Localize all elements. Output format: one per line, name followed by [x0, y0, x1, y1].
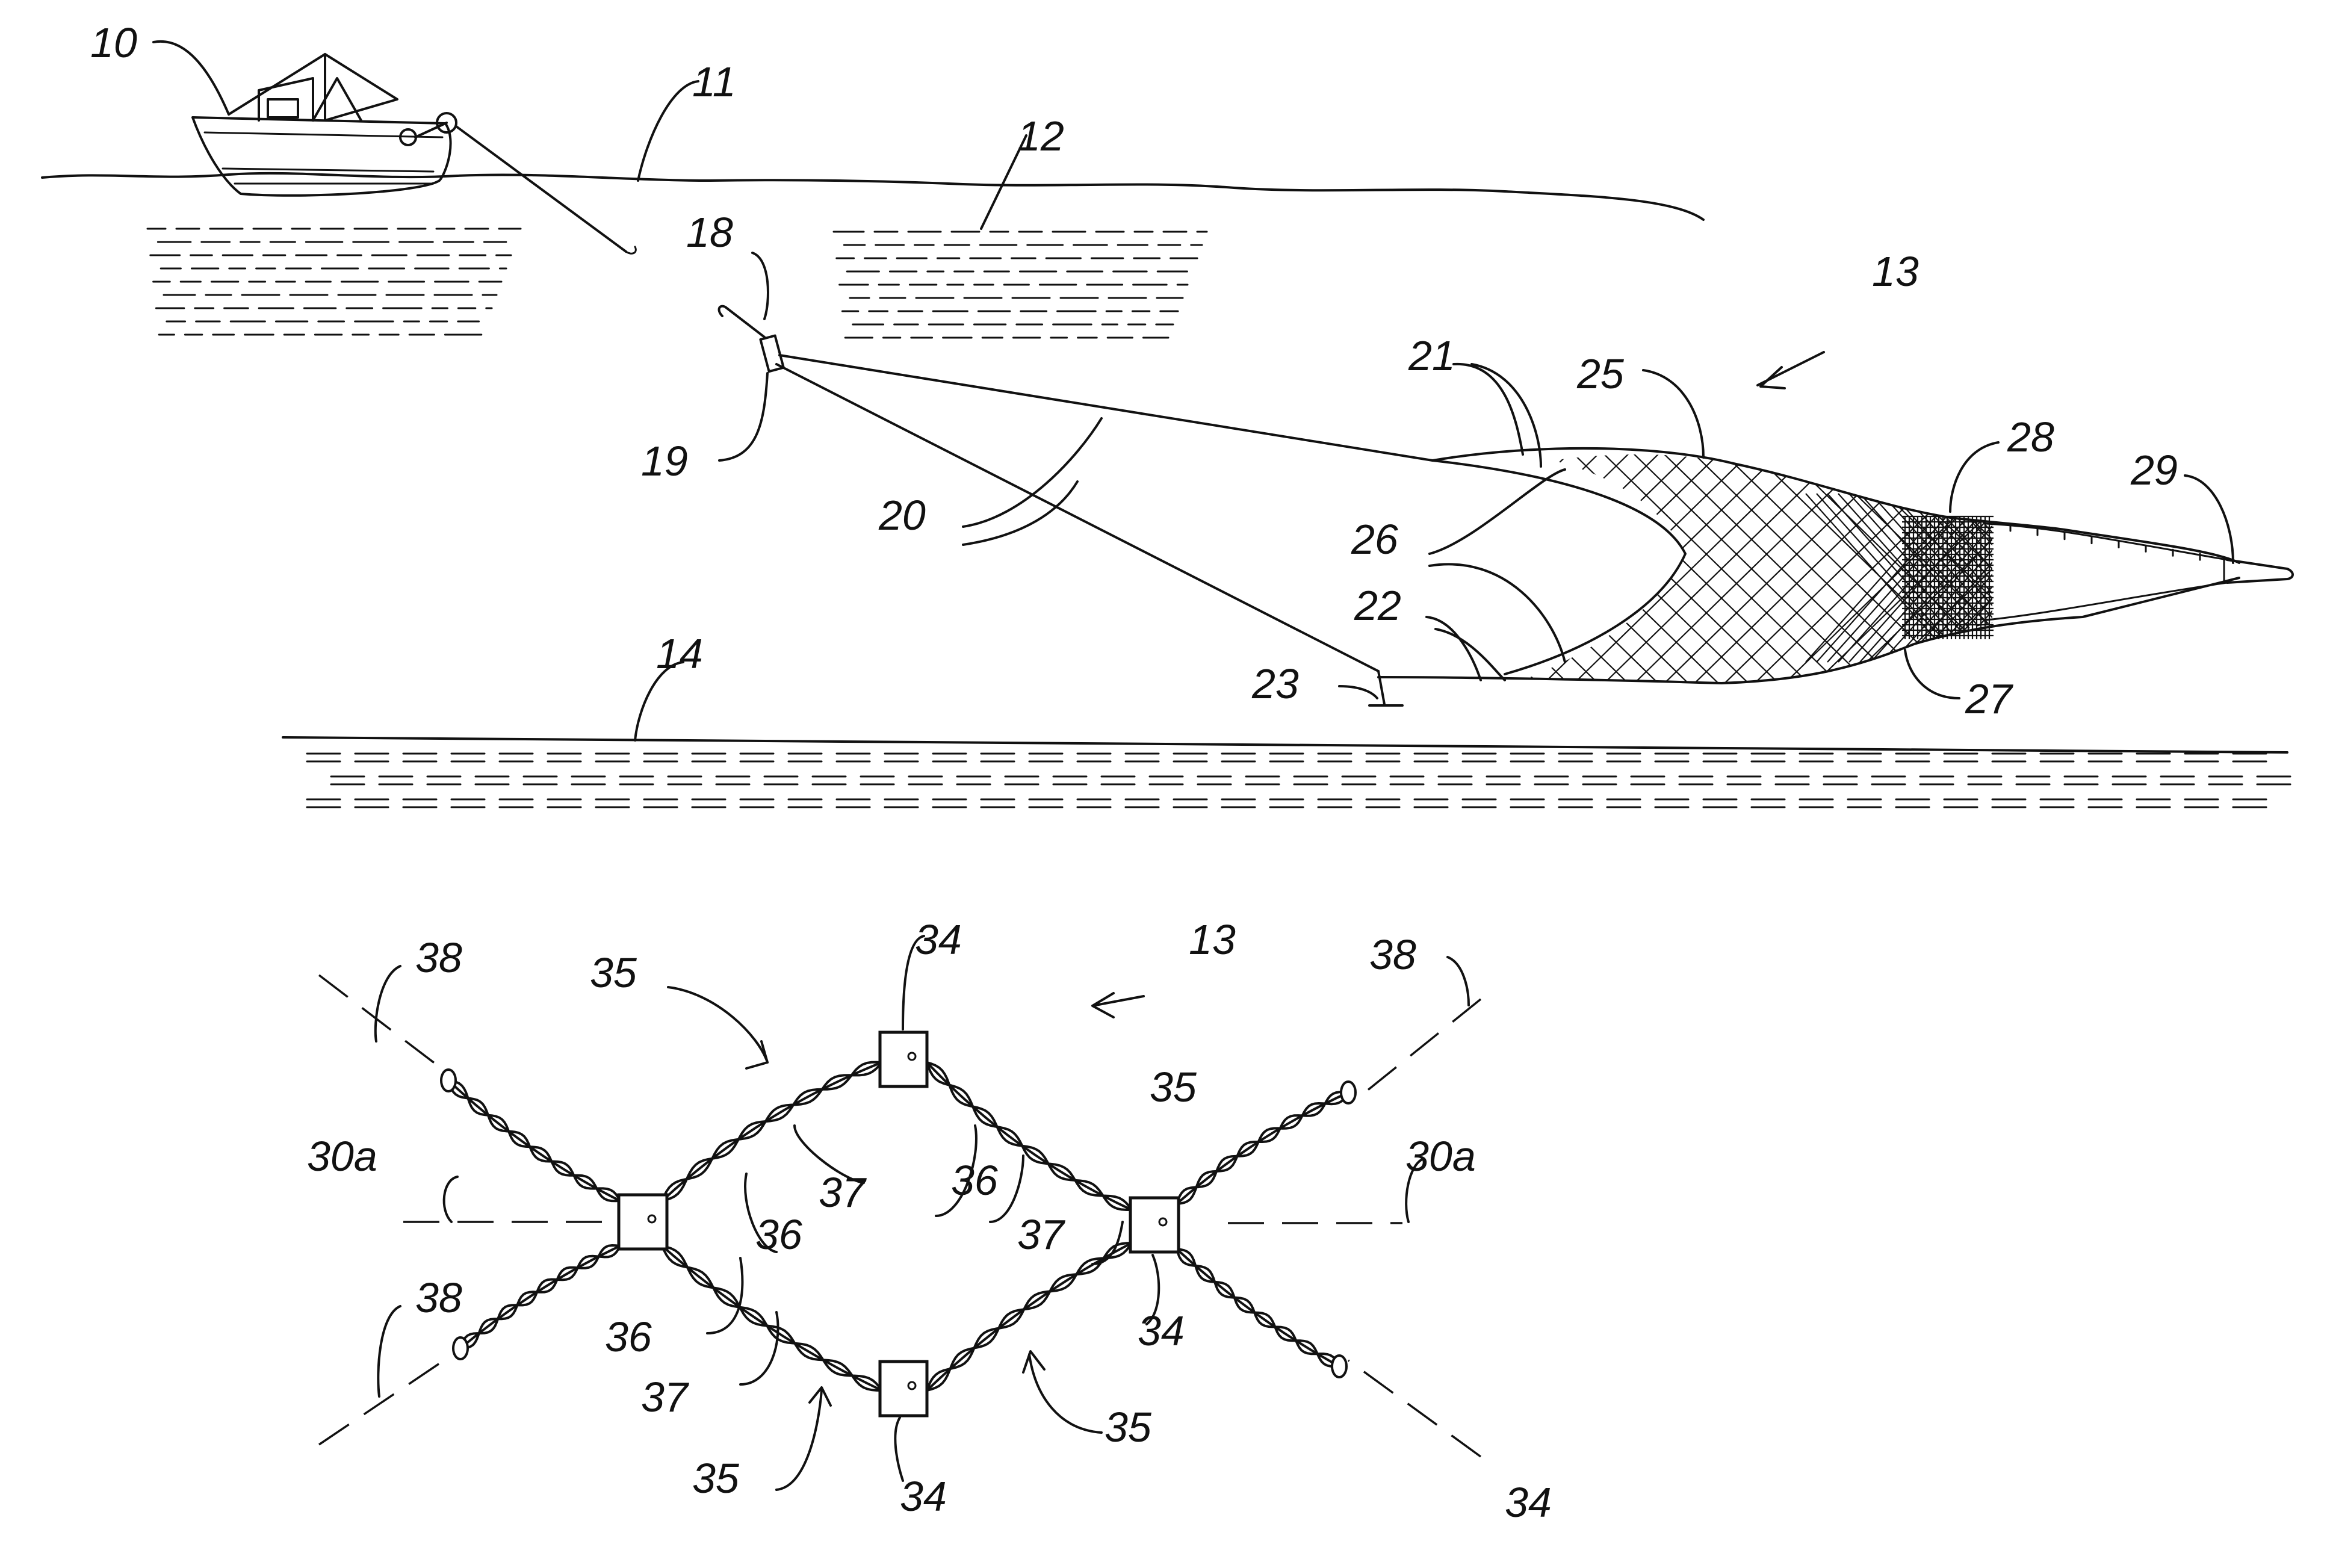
axis-38-lower-right [1348, 1360, 1481, 1457]
axis-38-upper-right [1357, 999, 1481, 1099]
label-detail-36-b: 36 [951, 1157, 998, 1204]
label-detail-30a-left: 30a [307, 1133, 377, 1180]
sea-floor-line [283, 737, 2287, 752]
label-detail-37-b: 37 [1017, 1211, 1066, 1258]
knot-bottom [880, 1362, 927, 1416]
label-detail-37-c: 37 [641, 1374, 690, 1421]
label-detail-34-far-right: 34 [1505, 1479, 1552, 1526]
mesh-detail: 34 13 35 35 35 35 34 34 34 38 38 38 30a … [307, 916, 1552, 1526]
label-14: 14 [656, 630, 703, 677]
label-detail-34-right: 34 [1138, 1307, 1185, 1354]
knot-right [1130, 1198, 1179, 1252]
net-mesh [903, 445, 2330, 692]
upper-bridle-line [779, 355, 1433, 460]
tow-line-end [719, 306, 764, 337]
label-detail-34-top: 34 [915, 916, 962, 963]
twine-strands [441, 1062, 1356, 1390]
label-10: 10 [90, 19, 137, 66]
label-22: 22 [1354, 582, 1401, 629]
label-29: 29 [2130, 447, 2178, 494]
label-detail-34-bottom: 34 [900, 1473, 947, 1520]
label-detail-30a-right: 30a [1405, 1133, 1476, 1180]
boat [193, 54, 636, 253]
label-28: 28 [2007, 414, 2054, 460]
label-23: 23 [1251, 660, 1299, 707]
cod-end-ticks [2010, 525, 2200, 560]
label-detail-38-upper-left: 38 [415, 934, 462, 981]
label-detail-35-bottom-right: 35 [1105, 1404, 1152, 1451]
label-26: 26 [1351, 516, 1398, 563]
label-19: 19 [641, 438, 688, 485]
label-27: 27 [1965, 675, 2014, 722]
knot-left [619, 1195, 667, 1249]
label-detail-35-bottom-left: 35 [692, 1455, 740, 1502]
label-detail-35-right: 35 [1150, 1064, 1197, 1111]
label-21: 21 [1408, 332, 1455, 379]
label-detail-36-a: 36 [755, 1211, 802, 1258]
label-detail-36-c: 36 [605, 1313, 652, 1360]
label-20: 20 [878, 492, 926, 539]
label-12: 12 [1017, 113, 1064, 160]
label-detail-38-lower-left: 38 [415, 1274, 462, 1321]
label-detail-38-upper-right: 38 [1369, 931, 1416, 978]
label-25: 25 [1576, 350, 1625, 397]
lower-bridle-line [776, 364, 1378, 671]
knot-top [880, 1032, 927, 1086]
cod-end-seam [1986, 524, 2227, 620]
label-detail-35-top-left: 35 [590, 949, 637, 996]
label-11: 11 [692, 58, 736, 105]
label-13: 13 [1872, 248, 1919, 295]
water-hatching [147, 229, 1207, 338]
sea-floor-hatching [307, 754, 2290, 807]
label-18: 18 [686, 209, 733, 256]
fine-mesh-section [1902, 516, 1994, 639]
label-detail-37-a: 37 [819, 1169, 867, 1216]
label-detail-13: 13 [1189, 916, 1236, 963]
axis-38-lower-left [319, 1351, 457, 1445]
